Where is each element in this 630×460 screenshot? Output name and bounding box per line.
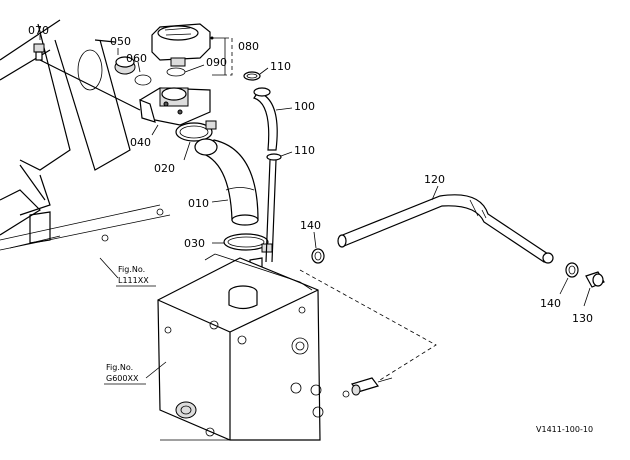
fig-ref-l111xx-line2: L111XX bbox=[118, 276, 149, 285]
drain-fitting bbox=[299, 269, 437, 398]
part-120-fuel-hose: 120 bbox=[337, 173, 554, 264]
callout-100: 100 bbox=[294, 100, 315, 113]
part-010-filler-hose: 010 bbox=[188, 138, 259, 226]
callout-050: 050 bbox=[110, 35, 131, 48]
callout-130: 130 bbox=[572, 312, 593, 325]
part-050-strainer: 050 bbox=[110, 35, 136, 75]
fig-ref-l111xx: Fig.No. L111XX bbox=[99, 257, 156, 287]
callout-010: 010 bbox=[188, 197, 209, 210]
part-110-clamp-mid: 110 bbox=[266, 144, 315, 161]
fig-ref-g600xx-line2: G600XX bbox=[106, 374, 139, 383]
part-100-breather-hose: 100 bbox=[253, 87, 315, 151]
chassis-frame bbox=[0, 19, 171, 251]
part-070-bolt: 070 bbox=[28, 24, 49, 61]
callout-110-mid: 110 bbox=[294, 144, 315, 157]
fig-ref-g600xx-line1: Fig.No. bbox=[106, 363, 133, 372]
callout-140-left: 140 bbox=[300, 219, 321, 232]
drawing-id: V1411-100-10 bbox=[536, 425, 593, 434]
part-130-plug: 130 bbox=[572, 271, 605, 325]
callout-020: 020 bbox=[154, 162, 175, 175]
fig-ref-g600xx: Fig.No. G600XX bbox=[104, 361, 167, 385]
fig-ref-l111xx-line1: Fig.No. bbox=[118, 265, 145, 274]
part-090-o-ring: 090 bbox=[166, 56, 227, 77]
callout-110-top: 110 bbox=[270, 60, 291, 73]
part-110-clamp-top: 110 bbox=[243, 60, 291, 81]
callout-040: 040 bbox=[130, 136, 151, 149]
part-020-clamp: 020 bbox=[154, 120, 217, 175]
part-080-filler-cap: 080 bbox=[151, 23, 259, 76]
callout-030: 030 bbox=[184, 237, 205, 250]
callout-060: 060 bbox=[126, 52, 147, 65]
callout-140-right: 140 bbox=[540, 297, 561, 310]
callout-120: 120 bbox=[424, 173, 445, 186]
breather-tube bbox=[265, 159, 277, 263]
fuel-tank bbox=[157, 253, 324, 441]
callout-080: 080 bbox=[238, 40, 259, 53]
part-040-filler-neck: 040 bbox=[130, 87, 211, 149]
part-140-clamp-right: 140 bbox=[540, 262, 579, 310]
callout-090: 090 bbox=[206, 56, 227, 69]
part-060-o-ring: 060 bbox=[126, 52, 152, 86]
part-030-clamp: 030 bbox=[184, 233, 273, 253]
callout-070: 070 bbox=[28, 24, 49, 37]
part-140-clamp-left: 140 bbox=[300, 219, 325, 264]
